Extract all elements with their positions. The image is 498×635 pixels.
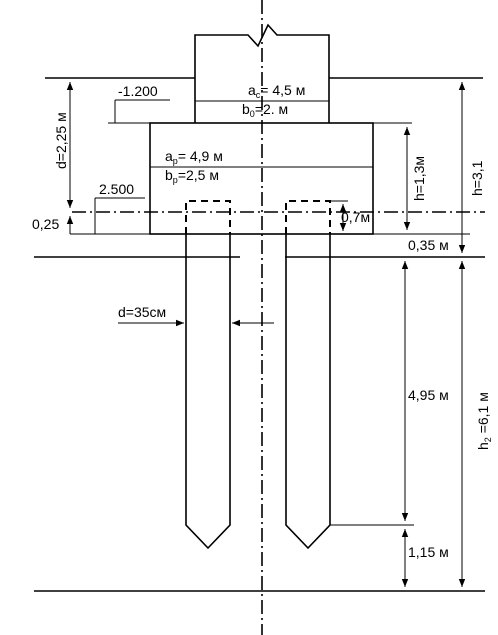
h2-label: h2 =6,1 м [475,392,493,450]
right-dimension-chain: h=3,1 0,35 м h2 =6,1 м [373,82,493,587]
column-a-label: ac= 4,5 м [248,82,305,100]
pile-heads [185,200,331,234]
gap-small-label: 0,25 [32,216,59,232]
right-pile-head-hidden [285,200,331,234]
pile-diameter-label: d=35см [118,304,166,320]
grillage-b-label: bp=2,5 м [165,167,219,185]
embed-depth-label: 0,7м [341,209,370,225]
pile-upper-label: 4,95 м [408,387,449,403]
grillage-dimensions: h=1,3м 0,7м [330,122,427,231]
left-dimension-chain: d=2,25 м 0,25 [32,82,150,235]
column: ac= 4,5 м b0=2. м [194,23,330,123]
pile-diameter-dimension: d=35см [118,304,274,327]
grillage-a-label: ap= 4,9 м [165,148,223,166]
left-pile [185,234,231,550]
column-outline [194,23,330,123]
level-lines [34,77,485,592]
h-grillage-label: h=1,3м [411,156,427,201]
elevation-top-label: -1.200 [118,83,158,99]
pile-length-dimensions: 4,95 м 1,15 м [330,261,449,587]
h-total-label: h=3,1 [469,160,485,196]
d-depth-label: d=2,25 м [53,112,69,169]
piles [185,234,331,550]
column-b-label: b0=2. м [242,101,288,119]
elevation-bottom-label: 2.500 [99,181,134,197]
elevation-marks: -1.200 2.500 [94,83,170,234]
gap-lower-label: 0,35 м [408,237,449,253]
left-pile-head-hidden [185,200,231,234]
pile-tip-label: 1,15 м [408,544,449,560]
right-pile [285,234,331,550]
